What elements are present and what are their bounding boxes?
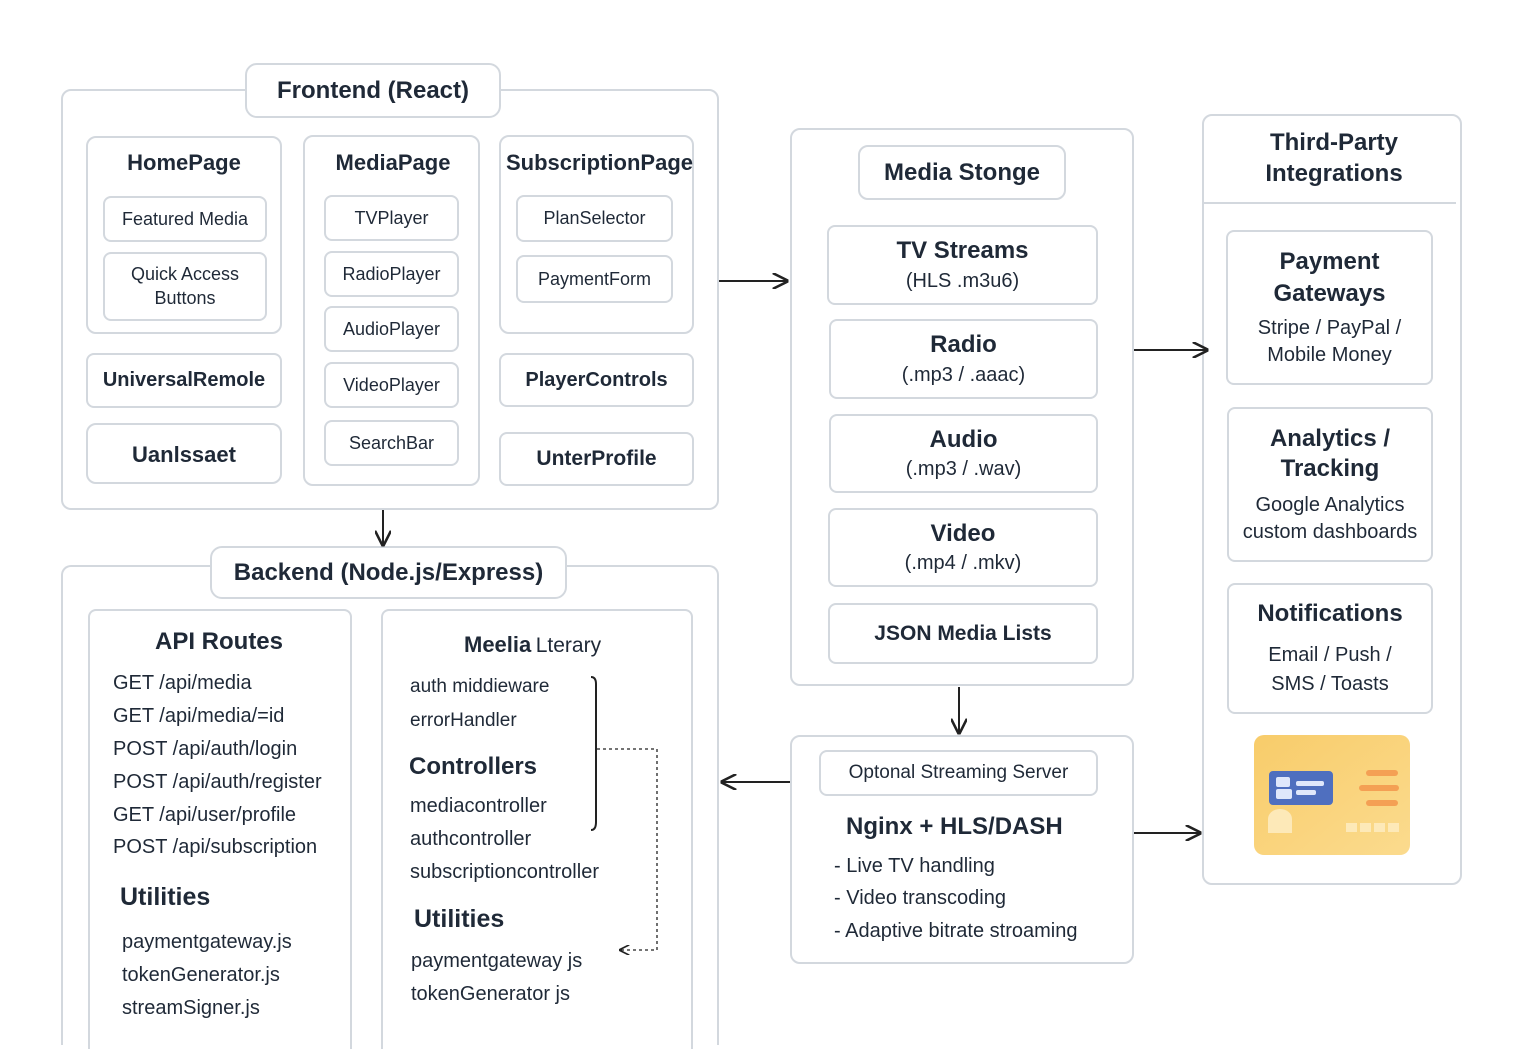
mediapage-title: MediaPage <box>335 150 451 175</box>
homepage-title: HomePage <box>127 150 241 175</box>
unlabeled-card[interactable]: Uanlssaet <box>86 423 282 484</box>
controllers-title: Controllers <box>409 753 538 780</box>
unlabeled-card-label: Uanlssaet <box>132 442 236 467</box>
utilities-left-title: Utilities <box>120 883 211 911</box>
payment-gateways-detail: Stripe / PayPal / Mobile Money <box>1257 316 1402 366</box>
analytics-card[interactable]: Analytics / Tracking Google Analytics cu… <box>1227 407 1433 562</box>
videoplayer-card[interactable]: VideoPlayer <box>324 362 459 408</box>
video-name: Video <box>930 519 996 547</box>
id-card-icon <box>1254 735 1410 855</box>
utility-item: tokenGenerator js <box>411 983 570 1005</box>
tvplayer-label: TVPlayer <box>354 207 429 228</box>
media-storage-group <box>790 128 1134 686</box>
radioplayer-card[interactable]: RadioPlayer <box>324 251 459 297</box>
user-profile-label: UnterProfile <box>536 447 657 470</box>
notifications-title: Notifications <box>1257 600 1403 628</box>
media-library-title-a: Meelia <box>464 632 532 657</box>
searchbar-card[interactable]: SearchBar <box>324 420 459 466</box>
player-controls-card[interactable]: PlayerControls <box>499 353 694 407</box>
subscriptionpage-title: SubscriptionPage <box>505 150 694 175</box>
notifications-detail: Email / Push / SMS / Toasts <box>1268 643 1392 695</box>
backend-title: Backend (Node.js/Express) <box>210 546 567 599</box>
api-routes-title: API Routes <box>154 628 283 655</box>
audio-name: Audio <box>929 425 998 453</box>
tv-streams-card[interactable]: TV Streams (HLS .m3u6) <box>827 225 1098 305</box>
audioplayer-card[interactable]: AudioPlayer <box>324 306 459 352</box>
tvplayer-card[interactable]: TVPlayer <box>324 195 459 241</box>
planselector-card[interactable]: PlanSelector <box>516 195 673 242</box>
utility-item: paymentgateway.js <box>122 931 292 953</box>
searchbar-label: SearchBar <box>348 432 435 453</box>
user-profile-card[interactable]: UnterProfile <box>499 432 694 486</box>
universal-remote-card[interactable]: UniversalRemole <box>86 353 282 408</box>
media-library-title: Meelia Lterary <box>464 632 601 658</box>
radio-name: Radio <box>930 331 997 359</box>
frontend-title: Frontend (React) <box>245 63 501 118</box>
route-item: GET /api/media/=id <box>113 705 285 727</box>
streaming-server-title: Optonal Streaming Server <box>819 750 1098 796</box>
json-media-lists-label: JSON Media Lists <box>874 621 1052 645</box>
streaming-item: - Adaptive bitrate stroaming <box>834 920 1078 942</box>
audio-card[interactable]: Audio (.mp3 / .wav) <box>829 414 1098 493</box>
player-controls-label: PlayerControls <box>525 368 668 391</box>
planselector-label: PlanSelector <box>543 208 646 228</box>
payment-gateways-card[interactable]: Payment Gateways Stripe / PayPal / Mobil… <box>1226 230 1433 385</box>
route-item: POST /api/subscription <box>113 836 318 858</box>
streaming-heading: Nginx + HLS/DASH <box>846 813 1063 840</box>
paymentform-card[interactable]: PaymentForm <box>516 255 673 303</box>
analytics-title: Analytics / Tracking <box>1269 424 1391 482</box>
third-party-divider <box>1204 202 1456 204</box>
notifications-card[interactable]: Notifications Email / Push / SMS / Toast… <box>1227 583 1433 714</box>
radio-card[interactable]: Radio (.mp3 / .aaac) <box>829 319 1098 399</box>
third-party-title: Third-Party Integrations <box>1265 129 1403 188</box>
controller-item: subscriptioncontroller <box>410 861 599 883</box>
json-media-lists-card[interactable]: JSON Media Lists <box>828 603 1098 664</box>
controller-item: mediacontroller <box>410 795 547 817</box>
utility-item: paymentgateway js <box>411 950 583 972</box>
audio-detail: (.mp3 / .wav) <box>905 458 1022 481</box>
utility-item: tokenGenerator.js <box>122 964 280 986</box>
paymentform-label: PaymentForm <box>537 268 652 289</box>
tv-streams-name: TV Streams <box>896 237 1029 265</box>
video-card[interactable]: Video (.mp4 / .mkv) <box>828 508 1098 587</box>
streaming-item: - Live TV handling <box>834 855 995 877</box>
utility-item: streamSigner.js <box>122 997 260 1019</box>
middleware-item: auth middieware <box>410 676 550 697</box>
media-library-title-b: Lterary <box>535 634 602 657</box>
media-storage-title: Media Stonge <box>858 145 1066 200</box>
streaming-item: - Video transcoding <box>834 887 1006 909</box>
route-item: POST /api/auth/login <box>113 738 298 760</box>
route-item: GET /api/media <box>113 672 252 694</box>
videoplayer-label: VideoPlayer <box>343 374 440 395</box>
tv-streams-detail: (HLS .m3u6) <box>905 269 1020 292</box>
radio-detail: (.mp3 / .aaac) <box>901 363 1026 386</box>
utilities-right-title: Utilities <box>414 905 505 933</box>
payment-gateways-title: Payment Gateways <box>1273 248 1386 307</box>
featured-media-label: Featured Media <box>121 208 249 229</box>
streaming-server-title-text: Optonal Streaming Server <box>848 762 1069 783</box>
analytics-detail: Google Analytics custom dashboards <box>1242 493 1418 543</box>
route-item: GET /api/user/profile <box>113 804 297 826</box>
featured-media-card[interactable]: Featured Media <box>103 196 267 242</box>
audioplayer-label: AudioPlayer <box>342 318 441 339</box>
video-detail: (.mp4 / .mkv) <box>904 552 1022 575</box>
api-routes-panel <box>88 609 352 1049</box>
controller-item: authcontroller <box>410 828 532 850</box>
radioplayer-label: RadioPlayer <box>342 263 441 284</box>
middleware-item: errorHandler <box>410 710 517 731</box>
route-item: POST /api/auth/register <box>113 771 322 793</box>
universal-remote-label: UniversalRemole <box>102 369 266 391</box>
quick-access-label: Quick Access Buttons <box>130 264 240 308</box>
media-library-panel <box>381 609 693 1049</box>
quick-access-buttons-card[interactable]: Quick Access Buttons <box>103 252 267 321</box>
media-storage-title-text: Media Stonge <box>883 158 1040 186</box>
